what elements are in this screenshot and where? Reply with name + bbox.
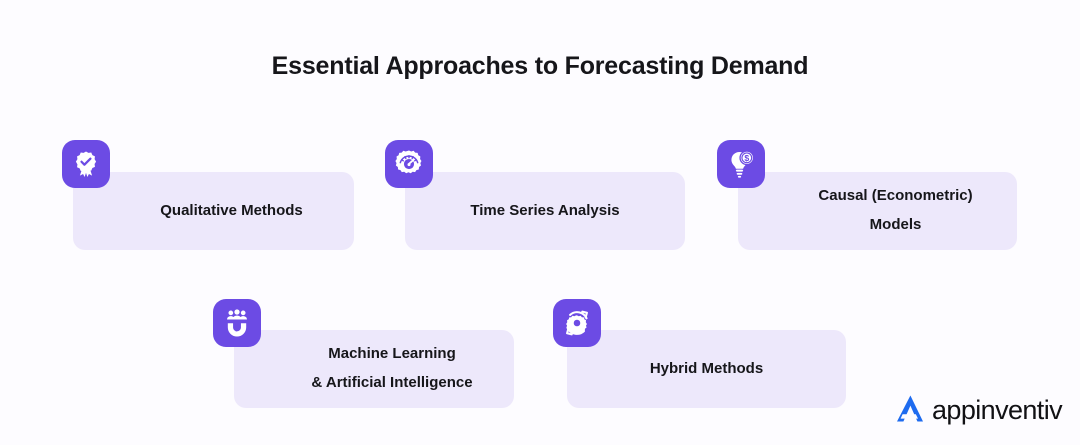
- card-label: Causal (Econometric) Models: [818, 187, 973, 233]
- lightbulb-dollar-icon: $: [717, 140, 765, 188]
- card-label: Machine Learning & Artificial Intelligen…: [311, 345, 473, 391]
- approach-card-machine-learning-ai: Machine Learning & Artificial Intelligen…: [234, 330, 514, 408]
- magnet-people-bolt-icon: [213, 299, 261, 347]
- card-label: Hybrid Methods: [649, 359, 764, 377]
- gear-speedometer-icon: [385, 140, 433, 188]
- page-title: Essential Approaches to Forecasting Dema…: [271, 52, 809, 80]
- award-badge-check-icon: [62, 140, 110, 188]
- approach-card-qualitative-methods: Qualitative Methods: [73, 172, 354, 250]
- approach-card-time-series-analysis: Time Series Analysis: [405, 172, 685, 250]
- gear-sync-arrows-icon: [553, 299, 601, 347]
- appinventiv-logo: appinventiv: [890, 388, 1063, 433]
- appinventiv-wordmark: appinventiv: [932, 395, 1063, 425]
- card-label: Time Series Analysis: [470, 201, 620, 219]
- card-label: Qualitative Methods: [160, 201, 303, 219]
- appinventiv-a-mark-icon: [890, 388, 930, 433]
- svg-text:$: $: [744, 153, 749, 163]
- approach-card-causal-econometric-models: Causal (Econometric) Models: [738, 172, 1017, 250]
- approach-card-hybrid-methods: Hybrid Methods: [567, 330, 846, 408]
